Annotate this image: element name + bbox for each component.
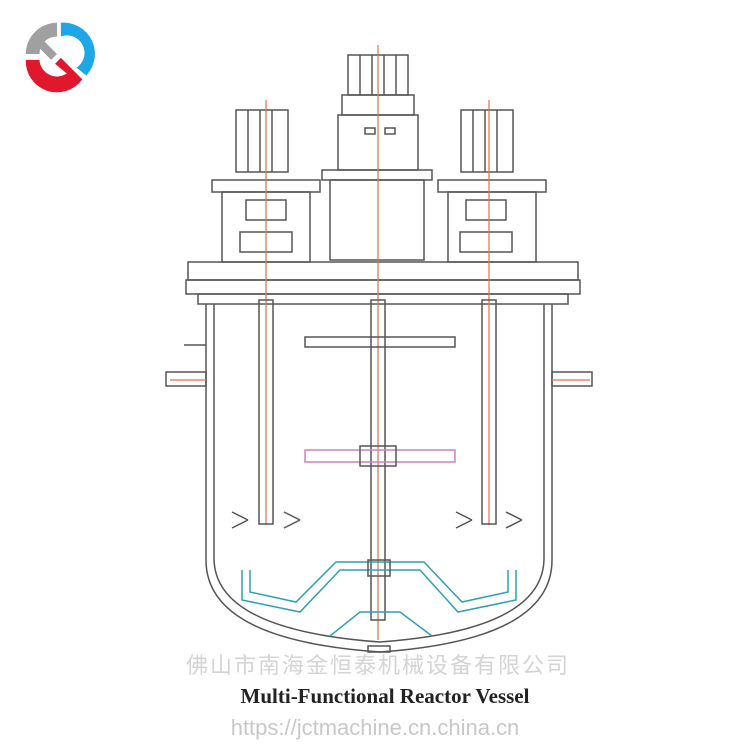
anchor-agitator bbox=[241, 561, 517, 637]
right-motor bbox=[437, 109, 547, 263]
impellers bbox=[231, 336, 523, 529]
company-logo bbox=[25, 22, 95, 93]
vessel-body bbox=[165, 304, 593, 653]
top-flange bbox=[185, 261, 581, 305]
shaft-centerlines bbox=[170, 45, 590, 640]
watermark-text: 佛山市南海金恒泰机械设备有限公司 bbox=[186, 654, 571, 679]
shafts bbox=[258, 299, 497, 621]
website-url: https://jctmachine.cn.china.cn bbox=[230, 715, 520, 740]
product-title: Multi-Functional Reactor Vessel bbox=[240, 684, 530, 708]
center-motor bbox=[321, 54, 433, 261]
